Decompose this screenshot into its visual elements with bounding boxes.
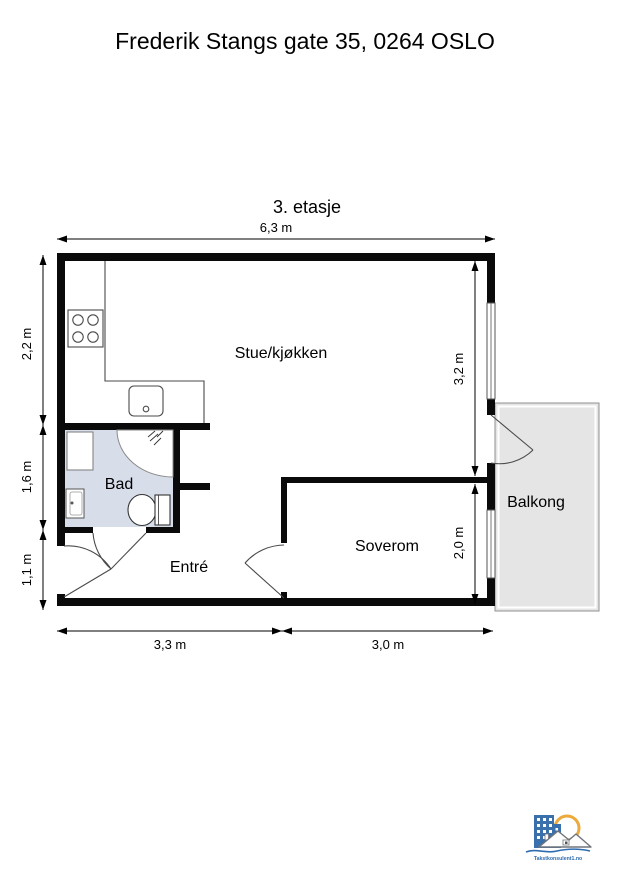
kitchen [67,261,205,423]
floor-label: 3. etasje [273,197,341,217]
room-label-bedroom: Soverom [355,538,419,555]
wall-niche-stub [180,483,210,490]
wall-bedroom-top [281,477,495,483]
wall-right-4 [487,578,495,606]
room-label-entry: Entré [170,559,208,576]
walls [57,253,495,606]
toilet-icon [127,493,171,527]
dim-label-left-bottom: 1,1 m [19,554,34,587]
dim-label-bottom-right: 3,0 m [372,637,405,652]
wall-left-upper [57,253,65,546]
bath-door [92,532,147,570]
logo-roofs-icon [538,830,592,848]
dim-label-bottom-left: 3,3 m [154,637,187,652]
room-label-bath: Bad [105,476,133,493]
wall-bottom [57,598,495,606]
wall-bath-right [173,430,180,533]
wall-right-3 [487,463,495,510]
kitchen-counter-outline [104,261,205,423]
wall-bedroom-left-upper [281,477,287,543]
washer-icon [66,431,94,471]
room-label-living: Stue/kjøkken [235,345,327,362]
dim-label-left-top: 2,2 m [19,328,34,361]
doors [63,414,534,599]
wall-kitchen-bath-divider [57,423,210,430]
wall-bath-bottom-right [146,527,180,533]
company-logo: Takstkonsulent1.no [525,814,592,862]
room-label-balcony: Balkong [507,494,565,511]
dim-label-right-bottom: 2,0 m [451,527,466,560]
bath-sink-icon [65,488,85,519]
dimension-left: 2,2 m 1,6 m 1,1 m [19,255,47,610]
dim-label-top: 6,3 m [260,220,293,235]
logo-wave-icon [525,848,591,853]
wall-bedroom-left-stub [281,592,287,598]
balcony-door [490,414,534,465]
window-living-room [486,302,496,400]
bedroom-door [244,544,285,599]
dim-label-left-middle: 1,6 m [19,461,34,494]
page-title: Frederik Stangs gate 35, 0264 OSLO [115,28,495,54]
stove-icon [67,309,104,348]
kitchen-sink-icon [128,385,164,417]
shower-head-icon [147,430,164,446]
wall-right-2 [487,399,495,415]
wall-right-1 [487,253,495,303]
logo-company-name: Takstkonsulent1.no [534,856,582,862]
entry-door [63,545,112,598]
balcony-inner-border [497,405,597,609]
dimension-top: 6,3 m [57,220,495,243]
window-bedroom [486,509,496,579]
dimension-right: 3,2 m 2,0 m [451,261,479,604]
dim-label-right-top: 3,2 m [451,353,466,386]
wall-bath-bottom-left [57,527,93,533]
balcony-area [494,402,600,612]
wall-top [57,253,495,261]
bathroom [65,429,174,527]
windows [486,302,496,579]
dimension-bottom: 3,3 m 3,0 m [57,627,493,652]
shower-icon [116,429,174,478]
balcony-floor [494,402,600,612]
